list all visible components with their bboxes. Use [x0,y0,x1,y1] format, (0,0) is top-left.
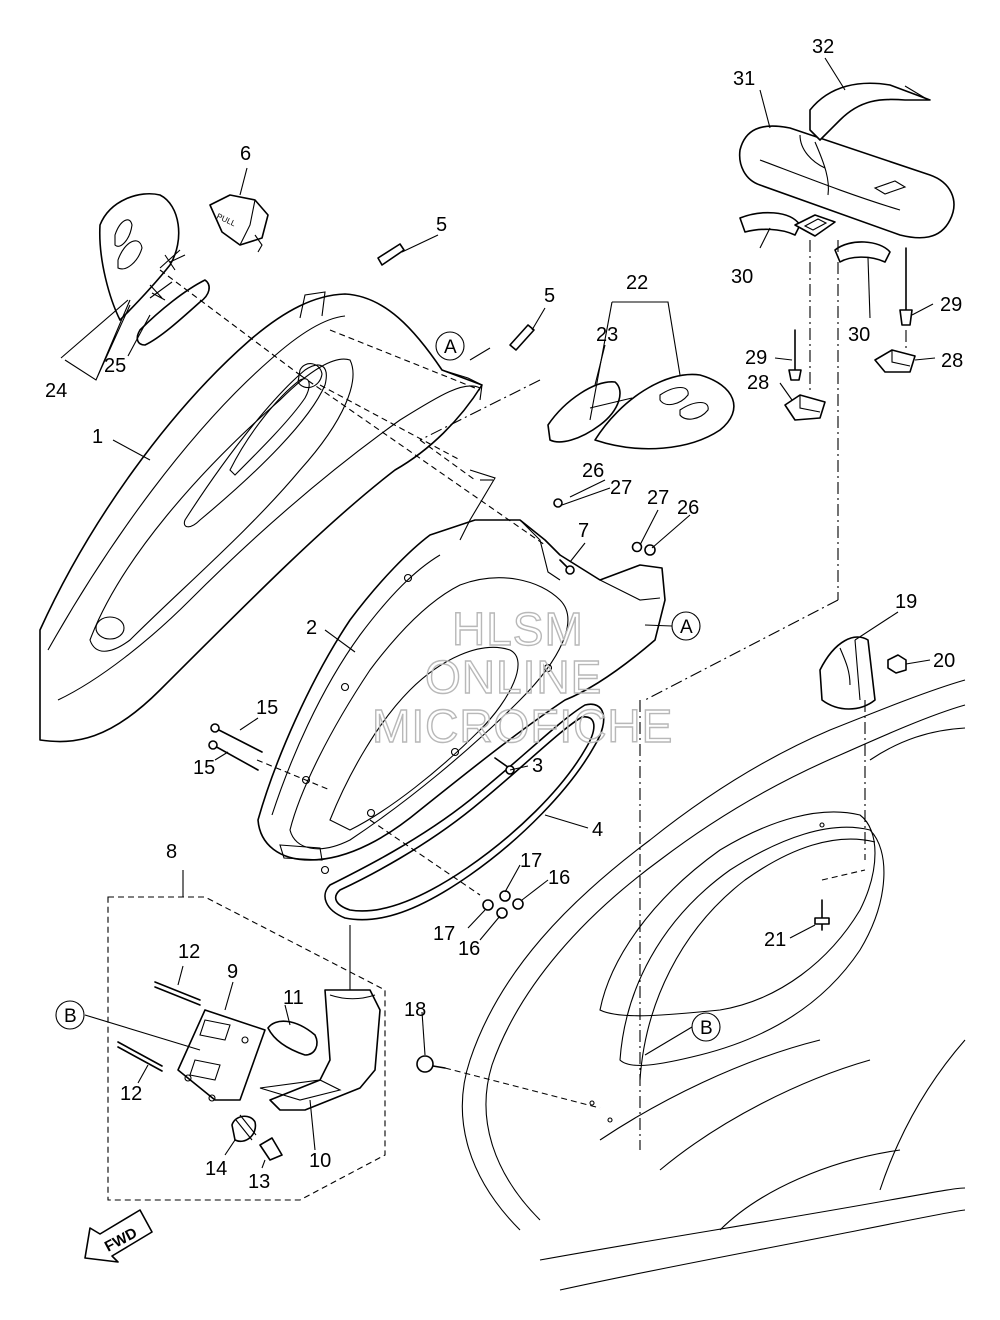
callout-16a: 16 [548,867,570,889]
part-28-29-clips [784,247,916,421]
ref-b-label: B [700,1018,713,1039]
projection-lines [159,240,907,1150]
callout-29a: 29 [745,347,767,369]
callout-29b: 29 [940,294,962,316]
callout-21: 21 [764,929,786,951]
callout-6: 6 [240,143,251,165]
callout-10: 10 [309,1150,331,1172]
part-31-handle-cover [738,82,955,263]
part-5-pins [377,243,535,351]
callout-17a: 17 [520,850,542,872]
callout-28b: 28 [941,350,963,372]
callout-31: 31 [733,68,755,90]
callout-4: 4 [592,819,603,841]
callout-26a: 26 [582,460,604,482]
watermark-line-3: MICROFICHE [372,700,673,752]
callout-9: 9 [227,961,238,983]
callout-8: 8 [166,841,177,863]
callout-2: 2 [306,617,317,639]
callout-1: 1 [92,426,103,448]
part-22-side-cover-right [547,373,735,450]
callout-7: 7 [578,520,589,542]
callout-26b: 26 [677,497,699,519]
part-4-seal [324,703,605,921]
callout-17b: 17 [433,923,455,945]
callout-5b: 5 [544,285,555,307]
callout-23: 23 [596,324,618,346]
ref-marker-a-2: A [671,611,701,641]
ref-marker-b-2: B [691,1012,721,1042]
callout-5a: 5 [436,214,447,236]
callout-12a: 12 [178,941,200,963]
ref-marker-a-1: A [435,331,465,361]
callout-22: 22 [626,272,648,294]
callout-15a: 15 [256,697,278,719]
fwd-arrow: FWD [84,1209,153,1263]
watermark: HLSM ONLINE MICROFICHE [371,602,673,752]
callout-32: 32 [812,36,834,58]
hull-outline [461,679,966,1291]
callout-16b: 16 [458,938,480,960]
part-1-hood [39,291,483,743]
callout-13: 13 [248,1171,270,1193]
callout-24: 24 [45,380,67,402]
callout-12b: 12 [120,1083,142,1105]
ref-a-label: A [444,337,457,358]
part-2-inner-cover [257,469,666,875]
kit-8-box [107,896,386,1201]
watermark-line-2: ONLINE [425,651,602,703]
callout-15b: 15 [193,757,215,779]
callout-25: 25 [104,355,126,377]
callout-28a: 28 [747,372,769,394]
callout-27a: 27 [610,477,632,499]
callout-3: 3 [532,755,543,777]
part-24-side-cover-left [99,193,210,346]
part-6-pull-switch: PULL [209,194,269,253]
ref-marker-b-1: B [55,1000,85,1030]
kit-8-parts [117,981,381,1161]
callout-19: 19 [895,591,917,613]
leader-lines [60,57,936,1169]
callout-30b: 30 [848,324,870,346]
watermark-line-1: HLSM [452,603,584,655]
part-19-20-21-fasteners [814,636,907,931]
ref-b-label: B [64,1006,77,1027]
callout-18: 18 [404,999,426,1021]
callout-11: 11 [283,987,304,1009]
callout-30a: 30 [731,266,753,288]
callout-20: 20 [933,650,955,672]
callout-27b: 27 [647,487,669,509]
ref-a-label: A [680,617,693,638]
callout-14: 14 [205,1158,227,1180]
callout-labels: 1 2 3 4 5 5 6 7 8 9 10 11 12 12 13 14 15… [45,36,963,1193]
hardware-bolts [208,498,656,1073]
